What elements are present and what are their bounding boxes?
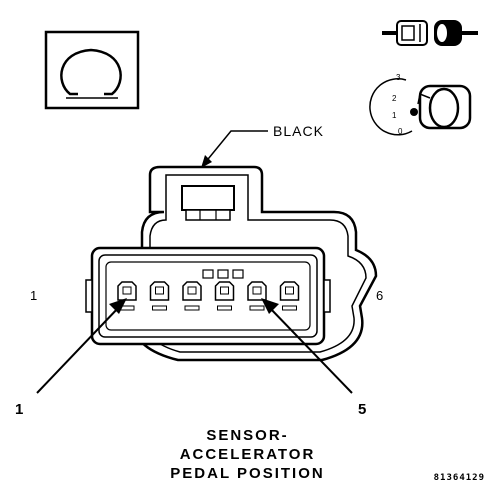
callout-number-right: 5 bbox=[358, 401, 366, 418]
title-line: PEDAL POSITION bbox=[170, 465, 325, 482]
terminal-cavity bbox=[247, 281, 267, 311]
key-position-label: 2 bbox=[392, 94, 397, 103]
ohm-meter-icon bbox=[44, 30, 140, 110]
terminal-cavity bbox=[117, 281, 137, 311]
title-line: SENSOR- bbox=[206, 427, 289, 444]
key-position-label: 1 bbox=[392, 111, 397, 120]
wire-color-callout: BLACK bbox=[201, 123, 324, 168]
connector-disconnect-icon bbox=[382, 20, 478, 46]
pin-number-left: 1 bbox=[30, 288, 37, 303]
pin-5-callout bbox=[261, 298, 353, 394]
pin-1-callout bbox=[36, 298, 127, 394]
key-position-label: 0 bbox=[398, 127, 403, 136]
terminal-cavity bbox=[182, 281, 202, 311]
key-position-label: 3 bbox=[396, 73, 401, 82]
connector-housing bbox=[85, 165, 378, 362]
terminal-cavity bbox=[214, 281, 235, 311]
ignition-key-icon: 3 2 1 0 bbox=[369, 73, 472, 136]
terminal-cavity bbox=[279, 281, 300, 311]
callout-number-left: 1 bbox=[15, 401, 23, 418]
diagram-title: SENSOR- ACCELERATOR PEDAL POSITION bbox=[0, 426, 495, 483]
terminal-cavity bbox=[149, 281, 170, 311]
pin-number-right: 6 bbox=[376, 288, 383, 303]
figure-number: 81364129 bbox=[433, 473, 485, 483]
title-line: ACCELERATOR bbox=[179, 446, 316, 463]
terminal-cavities bbox=[117, 281, 300, 311]
wire-color-label: BLACK bbox=[273, 123, 324, 139]
